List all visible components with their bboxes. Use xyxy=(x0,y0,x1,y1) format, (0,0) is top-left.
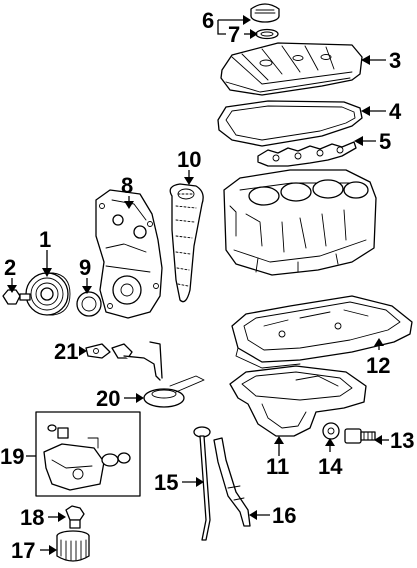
leader-lines xyxy=(7,15,389,555)
thermostat-assembly-part xyxy=(35,411,141,497)
callout-14: 14 xyxy=(318,454,343,479)
upper-oil-pan-part xyxy=(231,295,413,369)
cap-seal-part xyxy=(255,28,279,40)
callout-17: 17 xyxy=(11,538,35,563)
valve-cover-part xyxy=(220,42,363,96)
callout-1: 1 xyxy=(39,227,51,252)
callout-13: 13 xyxy=(390,428,414,453)
callout-6: 6 xyxy=(202,8,214,33)
callout-11: 11 xyxy=(266,454,289,479)
callout-16: 16 xyxy=(272,503,296,528)
dipstick-tube-part xyxy=(213,437,251,527)
callout-2: 2 xyxy=(4,255,16,280)
timing-cover-part xyxy=(95,189,163,319)
callout-21: 21 xyxy=(54,339,78,364)
filter-stud-part xyxy=(65,505,85,529)
crank-seal-part xyxy=(76,291,102,317)
drain-plug-part xyxy=(344,428,376,444)
callout-10: 10 xyxy=(177,147,201,172)
tube-seal-set-part xyxy=(257,141,357,167)
pulley-bolt-part xyxy=(2,289,31,305)
drain-gasket-part xyxy=(322,422,340,440)
oil-filter-part xyxy=(56,530,90,562)
valve-cover-gasket-part xyxy=(217,100,363,147)
callout-3: 3 xyxy=(389,48,401,73)
callout-19: 19 xyxy=(0,444,24,469)
callout-9: 9 xyxy=(79,255,91,280)
dipstick-part xyxy=(193,426,211,541)
callout-4: 4 xyxy=(389,99,402,124)
callout-12: 12 xyxy=(366,353,390,378)
oil-filler-cap-part xyxy=(250,3,280,23)
lower-oil-pan-part xyxy=(229,365,367,437)
callout-15: 15 xyxy=(154,470,178,495)
callout-7: 7 xyxy=(228,22,240,47)
callout-20: 20 xyxy=(96,386,120,411)
callout-18: 18 xyxy=(20,505,44,530)
timing-chain-part xyxy=(169,183,204,303)
cylinder-block xyxy=(223,169,377,276)
pickup-gasket-part xyxy=(85,343,111,359)
callout-5: 5 xyxy=(379,129,391,154)
callout-8: 8 xyxy=(121,173,133,198)
callout-labels: 1 2 3 4 5 6 7 8 9 10 11 12 13 14 15 16 1… xyxy=(0,8,414,563)
crank-pulley-part xyxy=(25,272,71,316)
oil-pickup-part xyxy=(111,341,205,408)
